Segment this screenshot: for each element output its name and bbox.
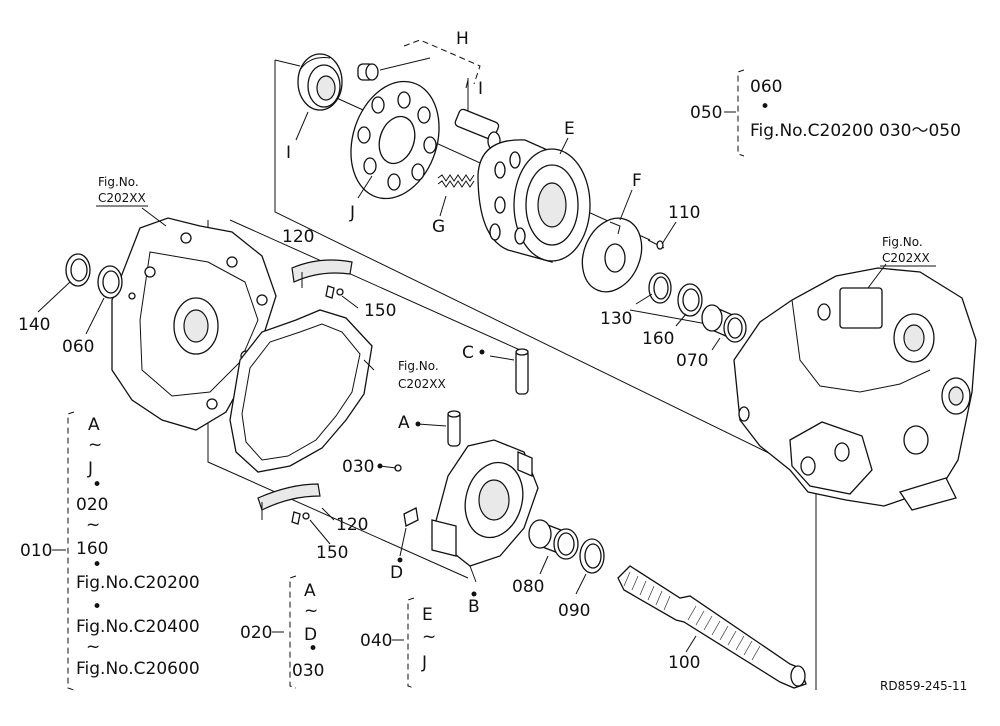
callout-090: 090 [558,601,590,621]
leader-dots [377,349,485,597]
svg-text:020: 020 [240,623,272,643]
svg-text:•: • [92,597,102,617]
callout-d: D [390,563,403,583]
part-valve-plate-f [581,217,643,293]
callout-110: 110 [668,203,700,223]
svg-text:010: 010 [20,541,52,561]
fig-ref-right: Fig.No. C202XX [880,235,936,267]
svg-text:J: J [87,459,93,479]
callout-140: 140 [18,315,50,335]
bracket-h [379,39,481,85]
callout-i-top: I [478,79,483,99]
part-left-housing [111,217,277,431]
part-spring-g [437,174,475,188]
svg-text:A: A [88,415,100,435]
part-pin-c [515,348,529,395]
group-050: 050 060 • Fig.No.C20200 030～050 [690,69,961,157]
svg-text:C202XX: C202XX [98,191,146,205]
callout-j: J [349,203,355,223]
callout-130: 130 [600,309,632,329]
fig-ref-gasket: Fig.No. C202XX [398,359,446,391]
part-ring-090 [579,538,605,574]
callout-060-left: 060 [62,337,94,357]
svg-text:Fig.No.C20200 030～050: Fig.No.C20200 030～050 [750,121,961,141]
part-bearing-070 [701,304,747,343]
callout-150-bottom: 150 [316,543,348,563]
fig-ref-left-top: Fig.No. C202XX [96,175,148,207]
part-pin-a [447,410,461,447]
leader-lines [37,79,887,653]
part-shaft-100 [617,565,807,689]
svg-text:•: • [92,475,102,495]
svg-text:050: 050 [690,103,722,123]
svg-text:020: 020 [76,495,108,515]
part-bushing-i [297,53,343,111]
svg-text:~: ~ [422,627,436,647]
svg-text:Fig.No.C20600: Fig.No.C20600 [76,659,200,679]
svg-text:C202XX: C202XX [882,251,930,265]
part-swash-plate-b [403,439,539,567]
part-shim-120-top [291,259,353,299]
callout-f: F [632,171,642,191]
group-040: 040 E ~ J [360,597,436,689]
svg-text:~: ~ [88,435,102,455]
callout-h: H [456,29,469,49]
callout-080: 080 [512,577,544,597]
part-bearing-080 [528,519,579,560]
svg-text:060: 060 [750,77,782,97]
callout-070: 070 [676,351,708,371]
callout-a: A [398,413,410,433]
part-gasket [229,309,373,473]
part-seal-060 [97,265,136,300]
svg-text:•: • [760,97,770,117]
part-ring-160 [677,283,703,317]
svg-text:Fig.No.: Fig.No. [882,235,923,249]
svg-text:E: E [422,605,433,625]
part-piston [454,78,501,151]
callout-120-bottom: 120 [336,515,368,535]
svg-text:•: • [92,555,102,575]
svg-text:~: ~ [304,601,318,621]
callout-150-top: 150 [364,301,396,321]
part-ring-140 [65,253,91,287]
part-pin-110 [647,239,665,250]
part-right-housing [733,267,977,511]
part-retainer-plate-j [350,80,440,200]
svg-text:A: A [304,581,316,601]
callout-b: B [468,597,480,617]
callout-g: G [432,217,445,237]
svg-text:Fig.No.C20200: Fig.No.C20200 [76,573,200,593]
part-ring-130 [648,272,672,304]
callout-100: 100 [668,653,700,673]
part-small-cap [357,63,379,81]
callout-labels: H I I E F J G 110 120 150 140 060 130 16… [18,29,708,673]
svg-text:Fig.No.: Fig.No. [398,359,439,373]
group-010: 010 A ~ J • 020 ~ 160 • Fig.No.C20200 • … [20,411,200,691]
part-shim-120-bottom [257,483,321,525]
svg-text:Fig.No.: Fig.No. [98,175,139,189]
group-020: 020 A ~ D • 030 [240,575,324,689]
svg-text:~: ~ [86,637,100,657]
callout-i-left: I [286,143,291,163]
svg-text:C202XX: C202XX [398,377,446,391]
callout-e: E [564,119,575,139]
callout-120-top: 120 [282,227,314,247]
svg-text:160: 160 [76,539,108,559]
svg-text:D: D [304,625,317,645]
svg-text:040: 040 [360,631,392,651]
svg-text:030: 030 [292,661,324,681]
part-cylinder-block-e [477,139,591,263]
part-screw-030 [379,464,402,472]
callout-160: 160 [642,329,674,349]
callout-c: C [462,343,474,363]
drawing-code: RD859-245-11 [880,679,967,693]
svg-text:~: ~ [86,515,100,535]
svg-text:•: • [308,639,318,659]
callout-030-mid: 030 [342,457,374,477]
svg-text:J: J [421,653,427,673]
svg-text:Fig.No.C20400: Fig.No.C20400 [76,617,200,637]
